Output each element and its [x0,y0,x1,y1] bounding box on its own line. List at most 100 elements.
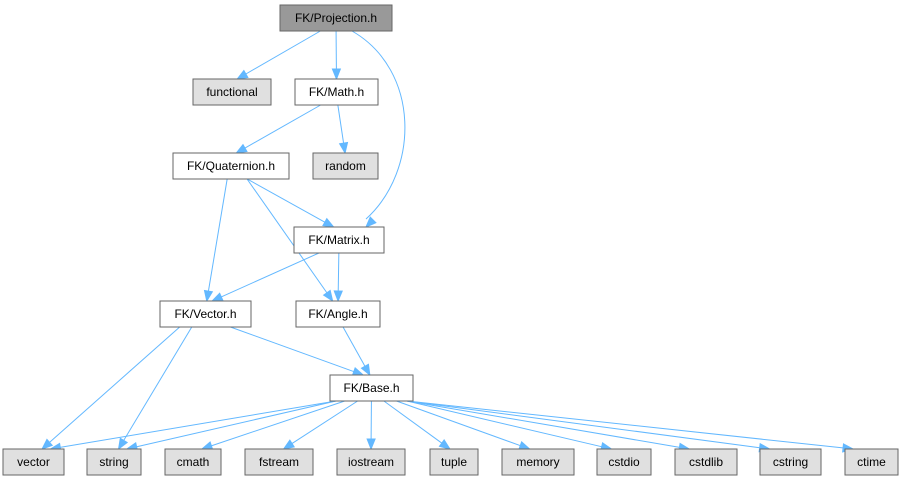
node-box [329,374,414,402]
edge-projection-to-matrix [351,30,406,228]
node-label: functional [206,85,257,99]
node-vector: vector [2,448,65,476]
node-math[interactable]: FK/Math.h [294,78,379,106]
node-box [844,448,899,476]
arrow-head-icon [41,438,54,450]
edge-line [342,326,366,368]
arrow-head-icon [351,366,365,376]
node-iostream: iostream [336,448,406,476]
node-label: vector [17,455,50,469]
edge-matrix-to-vector_h [210,252,320,302]
edge-line [59,400,337,449]
node-tuple: tuple [429,448,479,476]
arrow-head-icon [331,68,342,81]
edge-line [406,400,603,448]
edge-line [244,30,321,75]
edge-projection-to-functional [236,30,321,80]
node-vector_h[interactable]: FK/Vector.h [159,300,252,328]
edge-line [337,104,345,145]
node-functional: functional [192,78,272,106]
node-cstring: cstring [759,448,822,476]
node-label: FK/Base.h [343,381,399,395]
node-label: tuple [441,455,467,469]
node-label: FK/Angle.h [308,307,367,321]
edge-line [396,400,522,447]
node-matrix[interactable]: FK/Matrix.h [293,226,385,254]
node-box [674,448,738,476]
edge-vector_h-to-base [230,326,365,376]
node-box [2,448,65,476]
arrow-head-icon [438,438,451,450]
node-base[interactable]: FK/Base.h [329,374,414,402]
node-angle[interactable]: FK/Angle.h [295,300,381,328]
edge-base-to-tuple [383,400,451,450]
edge-base-to-vector [49,400,337,452]
node-fstream: fstream [244,448,314,476]
node-random: random [312,152,379,180]
node-label: cstring [773,455,808,469]
node-cmath: cmath [164,448,222,476]
node-box [501,448,575,476]
node-ctime: ctime [844,448,899,476]
node-label: random [325,159,366,173]
edge-line [48,326,181,444]
node-cstdlib: cstdlib [674,448,738,476]
node-box [279,4,393,32]
edge-vector_h-to-vector [41,326,181,450]
node-label: FK/Projection.h [295,11,377,25]
node-label: fstream [259,455,299,469]
edge-base-to-string [125,400,337,452]
edge-line [406,400,761,449]
edge-line [246,178,328,294]
node-box [294,78,379,106]
edge-line [290,400,358,445]
edge-line [406,400,681,448]
edge-quaternion-to-vector_h [203,178,228,303]
node-label: cstdio [608,455,640,469]
arrow-head-icon [210,292,224,302]
edge-line [246,178,326,224]
edge-line [207,178,228,293]
edge-quaternion-to-angle [246,178,334,303]
node-box [86,448,142,476]
edge-line [210,400,345,447]
node-quaternion[interactable]: FK/Quaternion.h [172,152,290,180]
edge-line [122,326,193,442]
edge-math-to-random [337,104,349,155]
edge-matrix-to-angle [333,252,343,303]
node-box [244,448,314,476]
node-label: FK/Quaternion.h [187,159,275,173]
edge-base-to-cstdlib [406,400,691,452]
edge-base-to-iostream [366,400,376,451]
arrow-head-icon [236,69,249,80]
node-label: memory [516,455,559,469]
node-label: FK/Matrix.h [308,233,369,247]
arrow-head-icon [333,290,343,303]
edge-line [406,400,845,449]
node-box [192,78,272,106]
edge-line [243,104,321,149]
node-projection: FK/Projection.h [279,4,393,32]
node-string: string [86,448,142,476]
arrow-head-icon [117,437,129,451]
node-box [336,448,406,476]
node-label: FK/Vector.h [174,307,236,321]
arrow-head-icon [366,438,376,451]
node-label: cstdlib [689,455,723,469]
node-box [293,226,385,254]
node-label: iostream [348,455,394,469]
arrow-head-icon [200,441,214,451]
edge-line [351,30,406,220]
arrow-head-icon [203,289,214,303]
arrow-head-icon [282,439,296,450]
edge-angle-to-base [342,326,371,377]
node-box [312,152,379,180]
arrow-head-icon [338,141,349,155]
nodes: FK/Projection.h functional FK/Math.hFK/Qua… [2,4,899,476]
edge-line [230,326,355,373]
edge-base-to-fstream [282,400,358,450]
edge-base-to-cstdio [406,400,613,452]
edge-line [337,252,340,293]
edge-vector_h-to-string [117,326,193,451]
node-label: string [99,455,128,469]
